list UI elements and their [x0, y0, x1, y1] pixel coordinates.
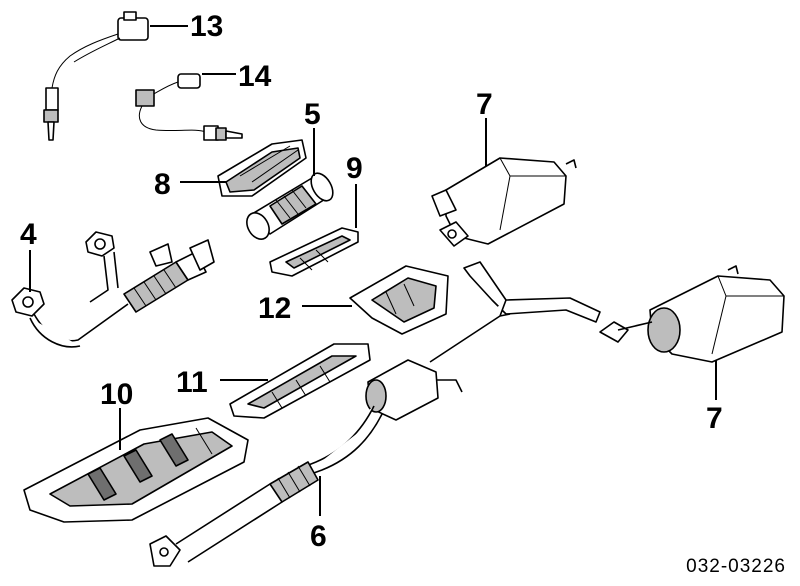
callout-13: 13	[190, 10, 223, 43]
callout-labels: 13 14 5 8 9 4 7 12 7 11 10 6	[20, 10, 723, 553]
part-10-heat-shield	[23, 417, 249, 523]
callout-5: 5	[304, 98, 321, 131]
callout-4: 4	[20, 218, 37, 251]
callout-11: 11	[176, 366, 208, 399]
part-7-muffler-lower	[599, 265, 785, 363]
part-9-heat-shield	[269, 227, 359, 277]
part-11-heat-shield	[229, 343, 371, 419]
part-6-exhaust-pipe	[149, 261, 601, 567]
part-14-oxygen-sensor	[135, 73, 243, 141]
callout-7-upper: 7	[476, 88, 493, 121]
callout-8: 8	[154, 168, 171, 201]
part-7-muffler-upper	[431, 157, 577, 247]
callout-6: 6	[310, 520, 327, 553]
callout-14: 14	[238, 60, 272, 93]
part-5-catalytic-converter	[246, 172, 334, 240]
callout-7-lower: 7	[706, 402, 723, 435]
callout-9: 9	[346, 152, 363, 185]
part-12-heat-shield	[349, 265, 449, 335]
callout-12: 12	[258, 292, 291, 325]
part-13-oxygen-sensor	[43, 11, 149, 141]
part-8-heat-shield	[217, 139, 307, 197]
reference-code: 032-03226	[686, 556, 786, 577]
leader-lines	[29, 25, 717, 516]
part-4-front-pipe	[11, 231, 215, 348]
callout-10: 10	[100, 378, 133, 411]
